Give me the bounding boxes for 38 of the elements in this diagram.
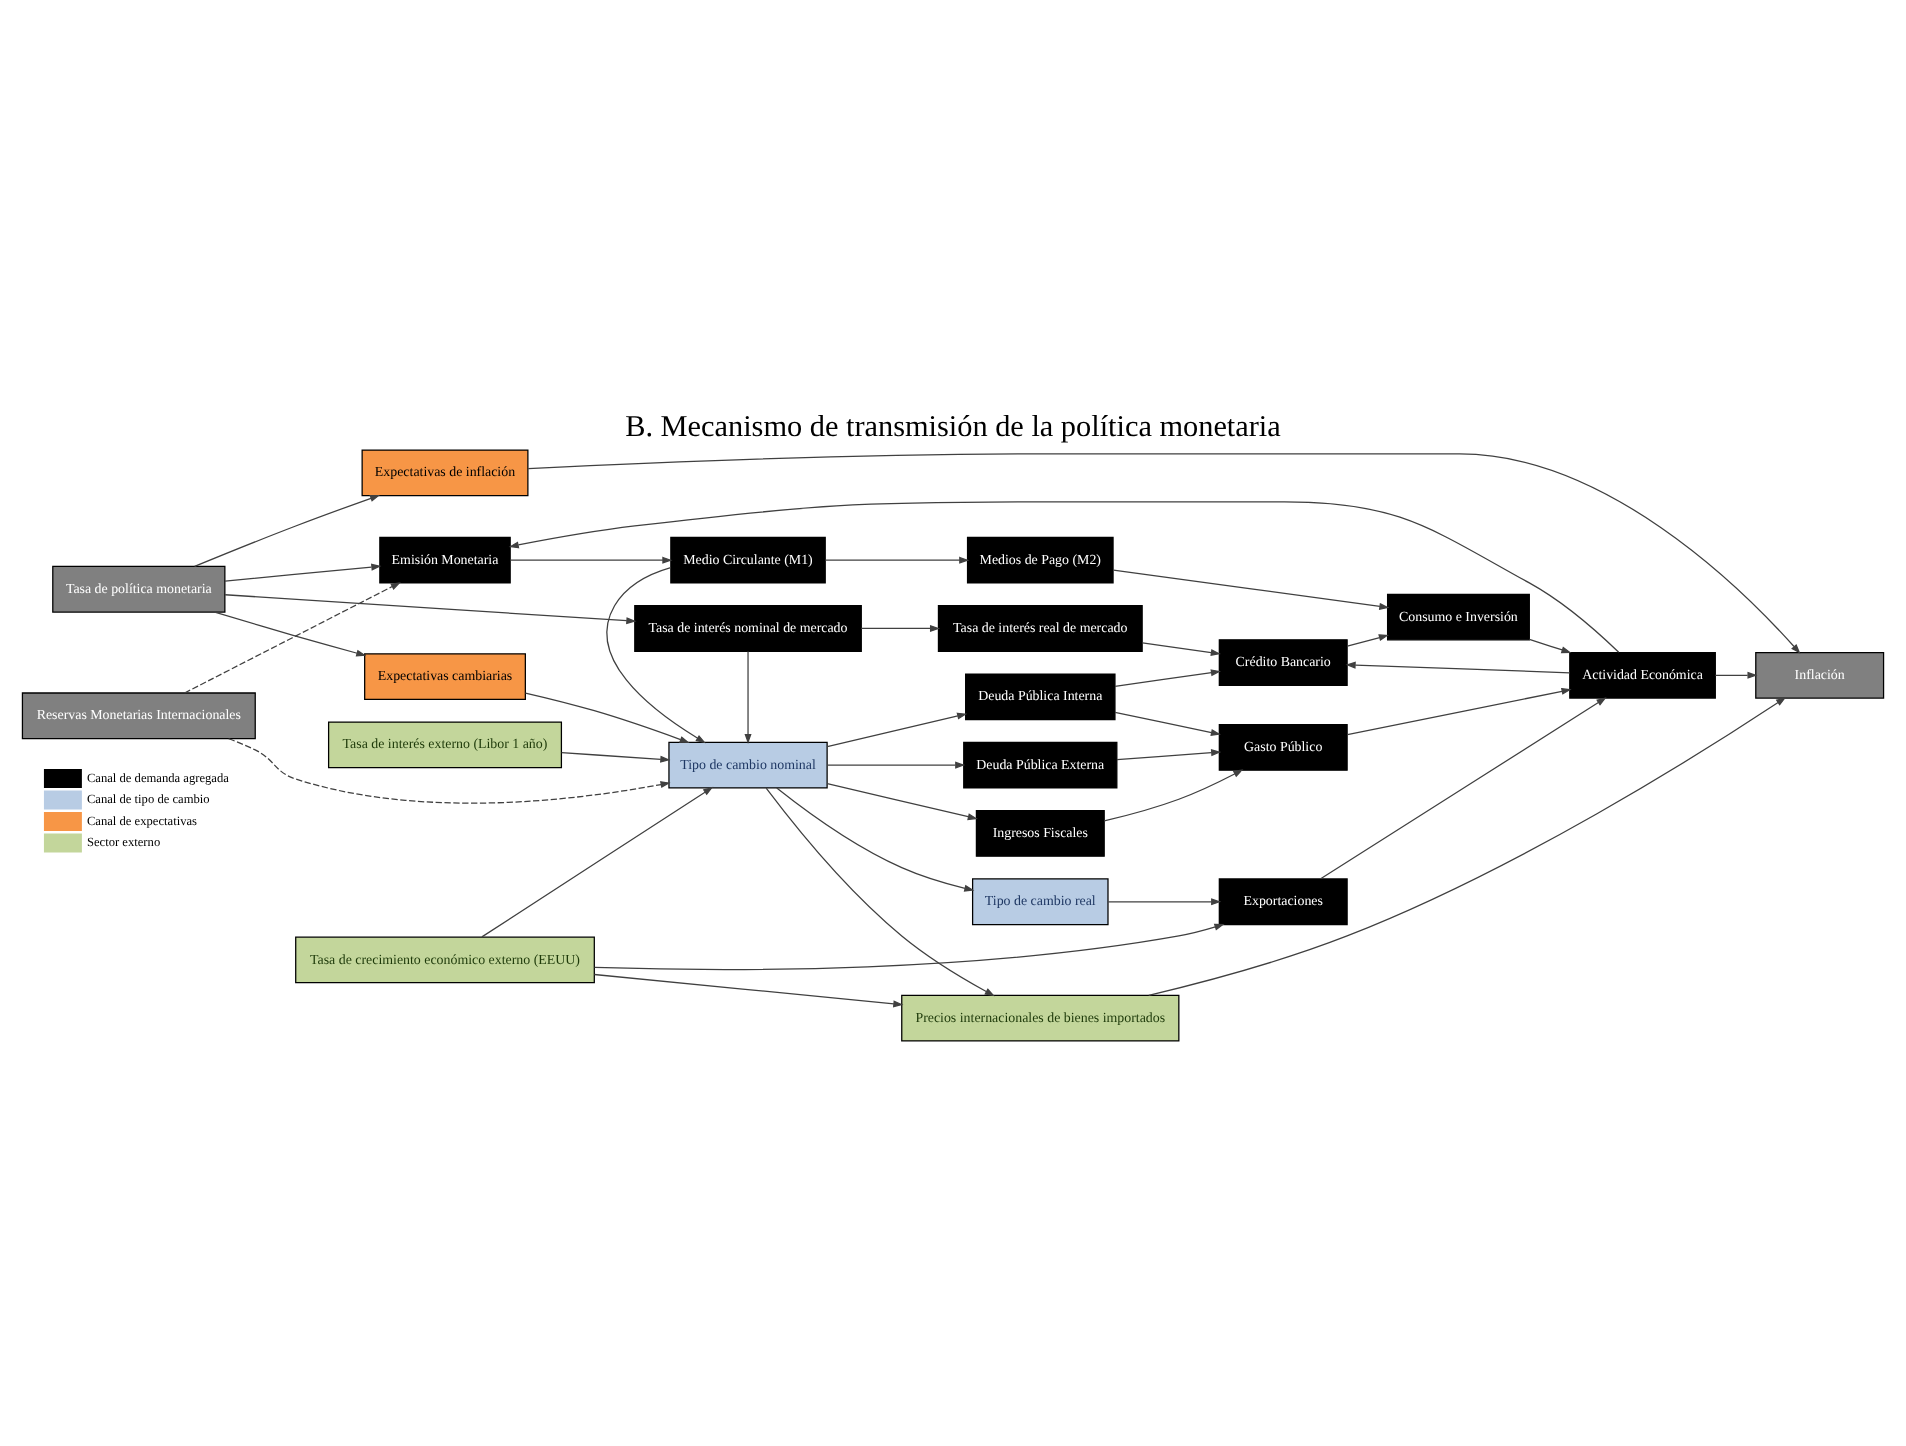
arrow xyxy=(1346,633,1389,646)
arrow xyxy=(1103,768,1244,821)
arrow xyxy=(593,922,1225,970)
arrow xyxy=(606,565,706,743)
arrow xyxy=(826,760,966,768)
arrow xyxy=(214,610,367,656)
arrow xyxy=(1345,660,1571,673)
arrow xyxy=(826,781,978,820)
arrow xyxy=(1346,686,1572,735)
arrow xyxy=(509,555,673,563)
arrow xyxy=(1112,568,1390,609)
arrow xyxy=(593,972,904,1007)
arrow xyxy=(1714,670,1758,678)
arrow xyxy=(776,786,975,891)
arrow xyxy=(508,500,1620,652)
arrow xyxy=(1528,637,1572,653)
arrow xyxy=(1148,696,1787,995)
arrow xyxy=(224,593,637,624)
arrow xyxy=(824,555,970,563)
diagram-title: B. Mecanismo de transmisión de la política monetaria xyxy=(625,409,1281,444)
arrow xyxy=(481,785,714,937)
arrow xyxy=(765,786,995,996)
arrow xyxy=(1114,710,1221,735)
arrow xyxy=(860,623,941,632)
arrow xyxy=(524,691,690,742)
arrow xyxy=(183,581,401,693)
arrow xyxy=(228,737,671,803)
arrow xyxy=(1141,641,1221,656)
arrow xyxy=(527,452,1801,653)
arrow xyxy=(1107,897,1222,905)
arrow xyxy=(1114,668,1221,686)
arrow xyxy=(1116,748,1222,760)
arrow xyxy=(1320,696,1607,879)
arrow xyxy=(826,711,968,747)
arrow xyxy=(744,649,752,744)
arrow xyxy=(224,562,382,581)
arrow xyxy=(193,494,381,567)
arrow xyxy=(560,751,671,762)
